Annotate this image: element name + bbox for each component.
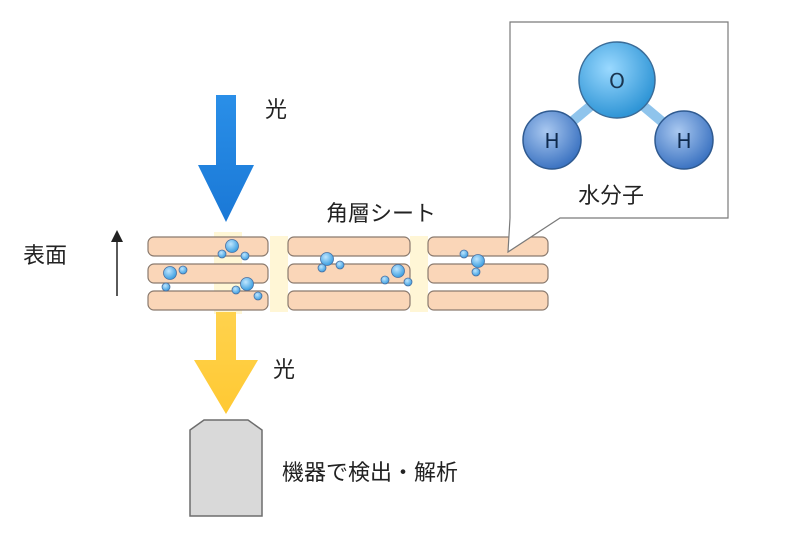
water-dot xyxy=(178,265,188,275)
hydrogen-symbol-left: H xyxy=(544,129,560,153)
water-dot xyxy=(240,277,254,291)
water-dot xyxy=(471,254,485,268)
water-dot xyxy=(163,266,177,280)
water-dot xyxy=(253,291,263,301)
water-dot xyxy=(231,285,241,295)
water-dot xyxy=(335,260,345,270)
water-dot xyxy=(225,239,239,253)
detector-device xyxy=(189,419,263,517)
water-molecule-label: 水分子 xyxy=(578,184,645,209)
stratum-corneum-label: 角層シート xyxy=(326,202,437,227)
incoming-light-arrow xyxy=(198,95,254,222)
corneocyte xyxy=(147,236,269,257)
gap-glow-2 xyxy=(410,236,428,312)
water-dot xyxy=(161,282,171,292)
incoming-light-label: 光 xyxy=(265,98,288,123)
hydrogen-symbol-right: H xyxy=(676,129,692,153)
hydrogen-atom-right xyxy=(654,110,714,170)
water-dot xyxy=(403,277,413,287)
detector-label: 機器で検出・解析 xyxy=(282,461,459,486)
outgoing-light-arrow xyxy=(194,312,258,414)
water-dot xyxy=(471,267,481,277)
water-dot xyxy=(240,251,250,261)
water-dots xyxy=(161,239,485,301)
outgoing-light-label: 光 xyxy=(273,358,296,383)
corneocyte xyxy=(287,290,411,311)
oxygen-atom xyxy=(578,41,656,119)
molecule-callout xyxy=(507,21,729,254)
corneocyte xyxy=(427,236,549,257)
corneocyte xyxy=(427,290,549,311)
corneocyte xyxy=(287,236,411,257)
corneocyte xyxy=(147,263,269,284)
water-molecule xyxy=(522,41,714,170)
surface-label: 表面 xyxy=(23,244,68,269)
oxygen-symbol: O xyxy=(609,69,625,93)
stratum-corneum-sheet xyxy=(147,236,549,311)
water-dot xyxy=(317,263,327,273)
water-dot xyxy=(320,252,334,266)
water-dot xyxy=(391,264,405,278)
gap-glow-1 xyxy=(270,236,288,312)
surface-direction-arrow xyxy=(111,230,123,296)
hydrogen-atom-left xyxy=(522,110,582,170)
water-dot xyxy=(217,249,227,259)
water-dot xyxy=(459,249,469,259)
corneocyte xyxy=(427,263,549,284)
corneocyte xyxy=(147,290,269,311)
water-dot xyxy=(380,275,390,285)
